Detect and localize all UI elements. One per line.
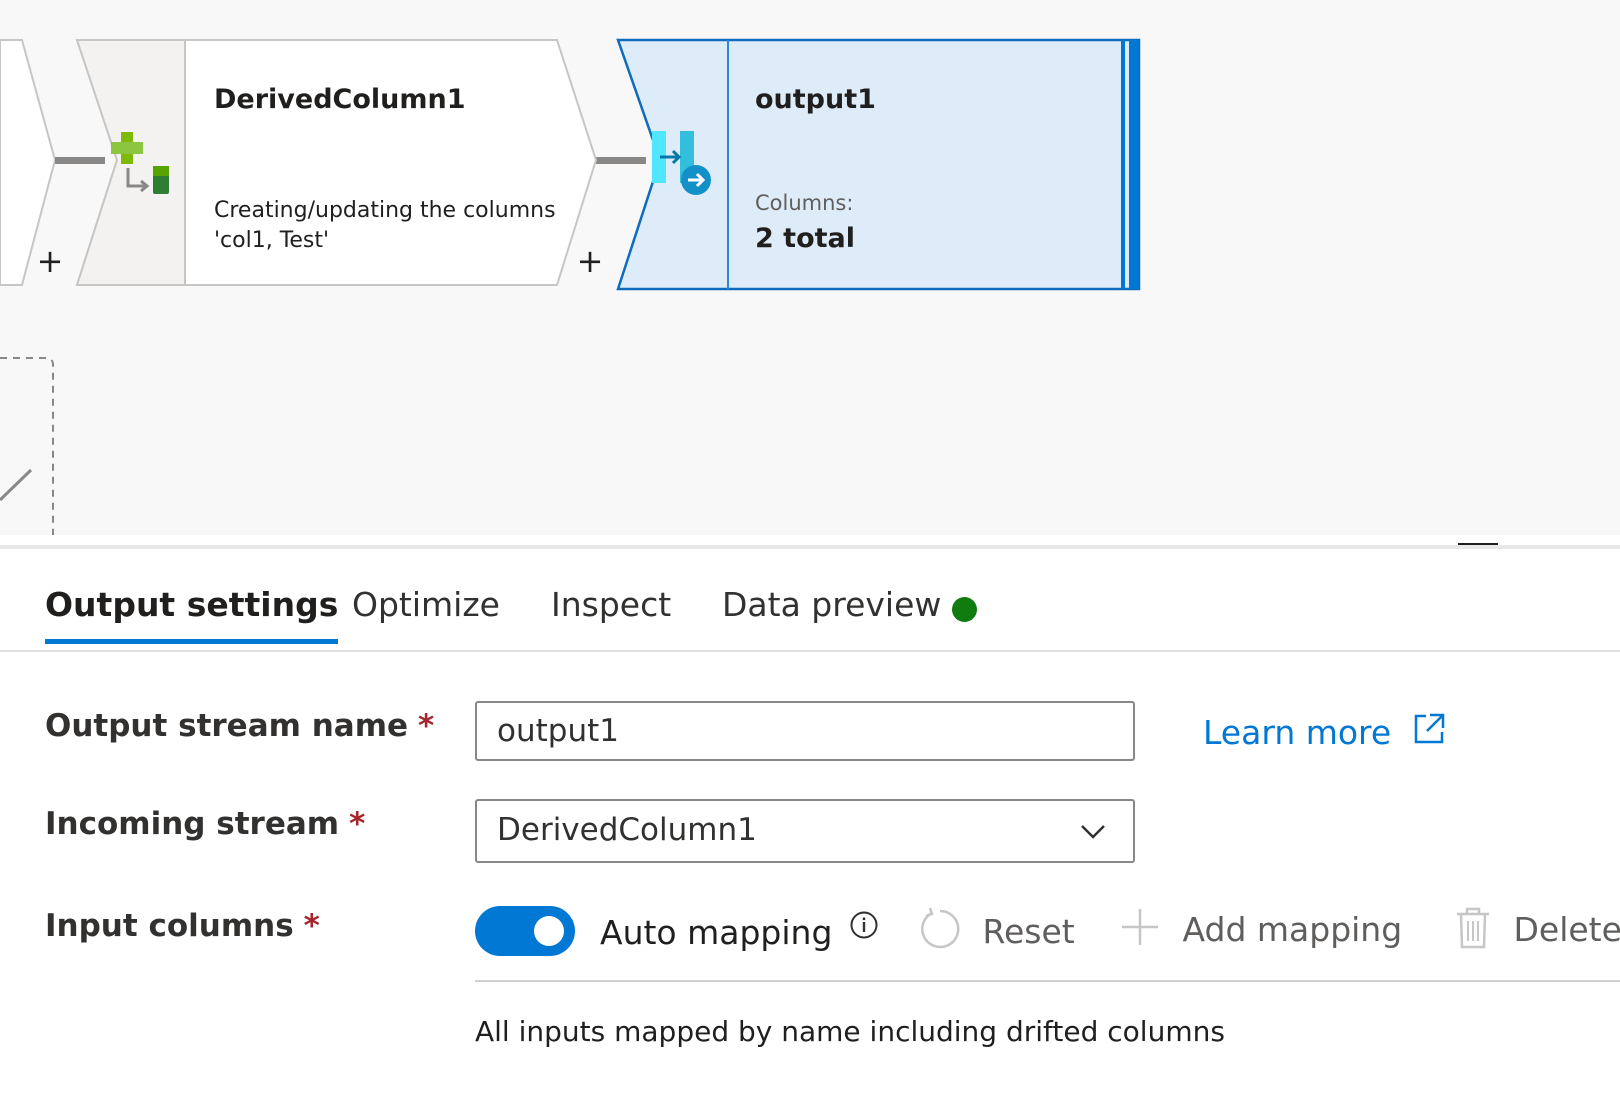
- trash-icon: [1457, 907, 1489, 949]
- add-icon: [1122, 909, 1158, 945]
- delete-button[interactable]: Delete: [1455, 907, 1620, 949]
- add-transform-button[interactable]: +: [36, 242, 64, 280]
- delete-label: Delete: [1513, 910, 1620, 949]
- derived-column-icon: [111, 132, 169, 194]
- add-transform-button[interactable]: +: [576, 242, 604, 280]
- connector-line: [596, 157, 646, 164]
- auto-mapping-toggle[interactable]: [475, 906, 575, 956]
- tab-output-settings[interactable]: Output settings: [45, 585, 339, 644]
- output-stream-name-label: Output stream name*: [45, 708, 434, 744]
- reset-label: Reset: [982, 912, 1075, 951]
- learn-more-link[interactable]: Learn more: [1203, 712, 1446, 752]
- output-stream-name-input[interactable]: [475, 701, 1135, 761]
- add-mapping-button[interactable]: Add mapping: [1120, 907, 1402, 949]
- reset-icon: [921, 907, 960, 949]
- external-link-icon: [1414, 713, 1444, 744]
- output-node[interactable]: [616, 38, 1141, 291]
- mapping-info-text: All inputs mapped by name including drif…: [475, 1015, 1225, 1048]
- placeholder-line: [0, 468, 33, 502]
- incoming-stream-label-text: Incoming stream: [45, 806, 340, 842]
- derived-column-title: DerivedColumn1: [214, 84, 466, 115]
- toggle-knob: [534, 916, 564, 946]
- tab-inspect[interactable]: Inspect: [551, 585, 672, 624]
- output-stream-name-label-text: Output stream name: [45, 708, 409, 744]
- info-icon[interactable]: [849, 910, 879, 940]
- incoming-stream-label: Incoming stream*: [45, 806, 365, 842]
- placeholder-node: [0, 357, 54, 535]
- derived-column-description: Creating/updating the columns 'col1, Tes…: [214, 198, 556, 253]
- tab-bar: Output settings Optimize Inspect Data pr…: [0, 549, 1620, 652]
- tab-optimize[interactable]: Optimize: [352, 585, 500, 624]
- input-columns-label: Input columns*: [45, 908, 320, 944]
- output-node-columns-label: Columns:: [755, 191, 854, 215]
- settings-panel: Output settings Optimize Inspect Data pr…: [0, 545, 1620, 1113]
- add-mapping-label: Add mapping: [1182, 910, 1403, 949]
- previous-node-shape: [0, 39, 57, 286]
- section-divider: [475, 980, 1620, 982]
- flow-graph: [0, 38, 1141, 535]
- required-marker: *: [303, 908, 320, 944]
- tab-data-preview[interactable]: Data preview: [722, 585, 942, 624]
- auto-mapping-label-text: Auto mapping: [600, 913, 833, 952]
- data-preview-status-indicator: [952, 597, 977, 622]
- required-marker: *: [349, 806, 366, 842]
- output-node-title: output1: [755, 84, 876, 115]
- chevron-down-icon: [1081, 825, 1105, 839]
- required-marker: *: [418, 708, 435, 744]
- output-node-columns-value: 2 total: [755, 223, 856, 254]
- incoming-stream-select[interactable]: DerivedColumn1: [475, 799, 1135, 863]
- auto-mapping-label: Auto mapping: [600, 910, 879, 952]
- incoming-stream-value: DerivedColumn1: [497, 812, 757, 848]
- reset-button[interactable]: Reset: [918, 907, 1075, 951]
- learn-more-text: Learn more: [1203, 713, 1392, 752]
- flow-canvas[interactable]: DerivedColumn1 Creating/updating the col…: [0, 0, 1620, 535]
- input-columns-label-text: Input columns: [45, 908, 294, 944]
- sink-icon: [652, 131, 711, 195]
- connector-line: [55, 157, 105, 164]
